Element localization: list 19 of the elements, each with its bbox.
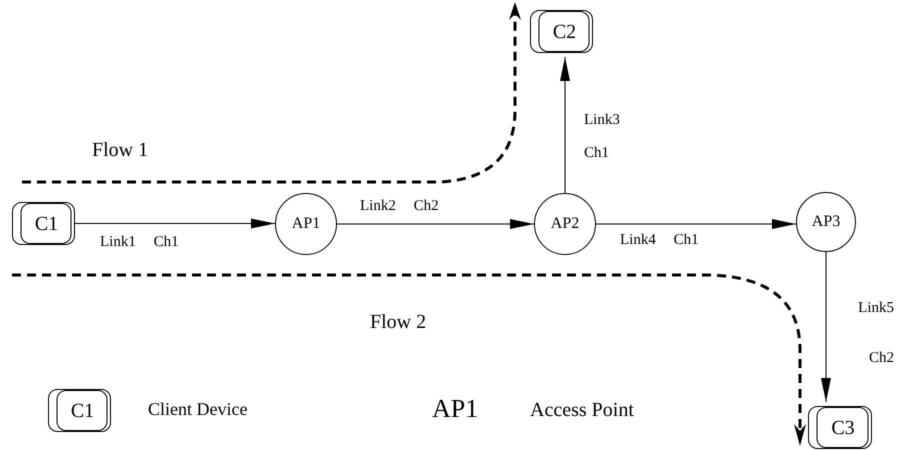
flow-label: Flow 1 — [92, 140, 148, 160]
access-point-circle — [534, 193, 596, 255]
legend-symbol-text: AP1 — [432, 396, 478, 422]
device-label: C1 — [34, 214, 58, 234]
access-point-circle — [275, 193, 337, 255]
legend-text: Client Device — [148, 400, 248, 418]
access-point-circle — [796, 192, 856, 252]
client-device-box — [12, 202, 75, 245]
legend-text: Access Point — [530, 400, 634, 420]
node-label: AP1 — [292, 216, 320, 232]
node-label: AP3 — [812, 214, 840, 230]
device-label: C3 — [831, 418, 855, 438]
flow-label: Flow 2 — [370, 312, 426, 332]
device-label: C2 — [552, 22, 576, 42]
client-device-box — [808, 406, 872, 449]
client-device-box — [530, 10, 593, 53]
device-label: C1 — [70, 400, 94, 420]
node-label: AP2 — [550, 216, 580, 232]
client-device-box — [48, 389, 111, 432]
